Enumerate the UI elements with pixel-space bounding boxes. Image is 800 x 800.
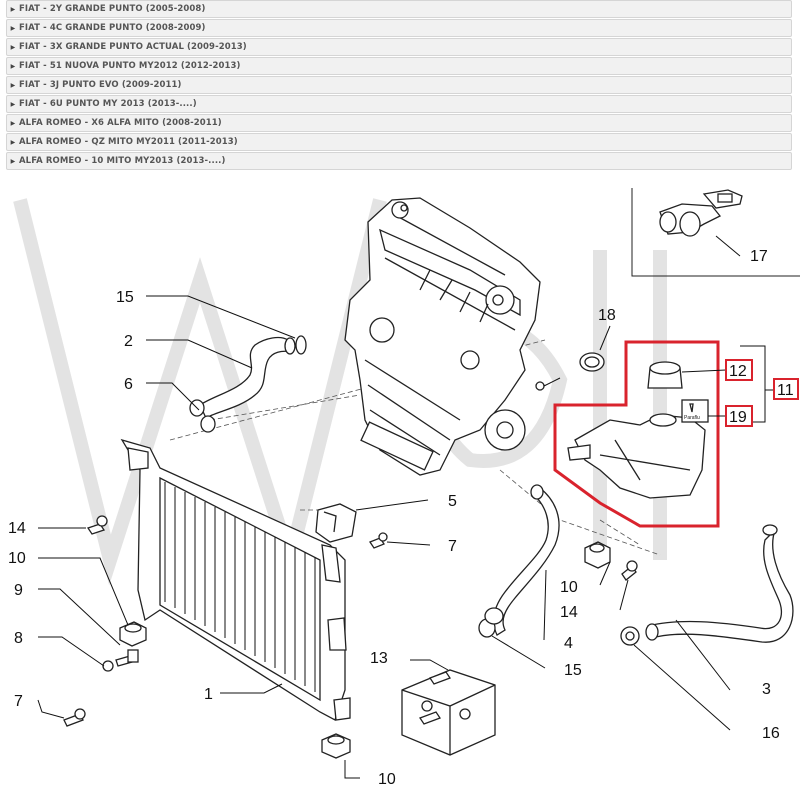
callout-19: 19 [729,409,747,426]
cooling-system-diagram: Paraflu [8,188,800,788]
callout-1: 1 [204,686,213,703]
callout-11: 11 [777,382,794,399]
model-item[interactable]: ▶FIAT - 51 NUOVA PUNTO MY2012 (2012-2013… [6,57,792,75]
callout-10: 10 [560,579,578,596]
model-label: FIAT - 3X GRANDE PUNTO ACTUAL (2009-2013… [19,42,247,52]
assembly-lines [169,339,661,556]
model-item[interactable]: ▶FIAT - 3X GRANDE PUNTO ACTUAL (2009-201… [6,38,792,56]
callout-box [725,359,753,381]
callout-13: 13 [370,650,388,667]
model-item[interactable]: ▶ALFA ROMEO - QZ MITO MY2011 (2011-2013) [6,133,792,151]
triangle-right-icon: ▶ [10,157,16,165]
highlight-outline [553,340,720,528]
callout-4: 4 [564,635,573,652]
triangle-right-icon: ▶ [10,24,16,32]
model-item[interactable]: ▶FIAT - 6U PUNTO MY 2013 (2013-....) [6,95,792,113]
callout-3: 3 [762,681,771,698]
model-item[interactable]: ▶ALFA ROMEO - 10 MITO MY2013 (2013-....) [6,152,792,170]
triangle-right-icon: ▶ [10,81,16,89]
warning-label-19: Paraflu [681,399,709,423]
callout-8: 8 [14,630,23,647]
inset-box [631,188,800,277]
clip-17 [659,189,743,237]
radiator [120,438,351,721]
triangle-right-icon: ▶ [10,5,16,13]
triangle-right-icon: ▶ [10,119,16,127]
callout-5: 5 [448,493,457,510]
triangle-right-icon: ▶ [10,62,16,70]
callout-15: 15 [564,662,582,679]
callout-box [725,405,753,427]
callout-16: 16 [762,725,780,742]
callout-6: 6 [124,376,133,393]
callout-14: 14 [8,520,26,537]
fasteners [63,515,638,727]
callout-9: 9 [14,582,23,599]
triangle-right-icon: ▶ [10,100,16,108]
triangle-right-icon: ▶ [10,43,16,51]
callout-14: 14 [560,604,578,621]
callout-10: 10 [378,771,396,788]
callout-7: 7 [448,538,457,555]
hose-4 [478,484,560,638]
junction-block-13 [401,669,496,756]
boxed-callouts: 12 19 [725,359,799,427]
model-label: ALFA ROMEO - 10 MITO MY2013 (2013-....) [19,156,226,166]
model-list: ▶FIAT - 2Y GRANDE PUNTO (2005-2008) ▶FIA… [6,0,792,171]
expansion-tank [567,413,706,499]
model-item[interactable]: ▶FIAT - 4C GRANDE PUNTO (2008-2009) [6,19,792,37]
callout-15: 15 [116,289,134,306]
model-item[interactable]: ▶FIAT - 2Y GRANDE PUNTO (2005-2008) [6,0,792,18]
model-label: FIAT - 6U PUNTO MY 2013 (2013-....) [19,99,197,109]
triangle-right-icon: ▶ [10,138,16,146]
model-label: FIAT - 51 NUOVA PUNTO MY2012 (2012-2013) [19,61,241,71]
model-label: ALFA ROMEO - QZ MITO MY2011 (2011-2013) [19,137,238,147]
callout-12: 12 [729,363,747,380]
bottle-label: Paraflu [684,415,700,421]
callout-18: 18 [598,307,616,324]
model-label: FIAT - 2Y GRANDE PUNTO (2005-2008) [19,4,206,14]
model-label: FIAT - 4C GRANDE PUNTO (2008-2009) [19,23,206,33]
hose-3 [620,524,794,646]
hose-2 [189,335,307,433]
engine-block [344,197,561,476]
bracket-5 [315,503,357,543]
model-label: FIAT - 3J PUNTO EVO (2009-2011) [19,80,182,90]
tank-cap-12 [647,361,683,389]
callout-2: 2 [124,333,133,350]
callout-box [773,378,799,400]
clamp-18 [579,352,605,372]
model-label: ALFA ROMEO - X6 ALFA MITO (2008-2011) [19,118,222,128]
model-item[interactable]: ▶ALFA ROMEO - X6 ALFA MITO (2008-2011) [6,114,792,132]
callout-7: 7 [14,693,23,710]
leader-lines [37,235,741,779]
model-item[interactable]: ▶FIAT - 3J PUNTO EVO (2009-2011) [6,76,792,94]
mounts-10 [119,541,611,759]
callout-10: 10 [8,550,26,567]
callout-17: 17 [750,248,768,265]
